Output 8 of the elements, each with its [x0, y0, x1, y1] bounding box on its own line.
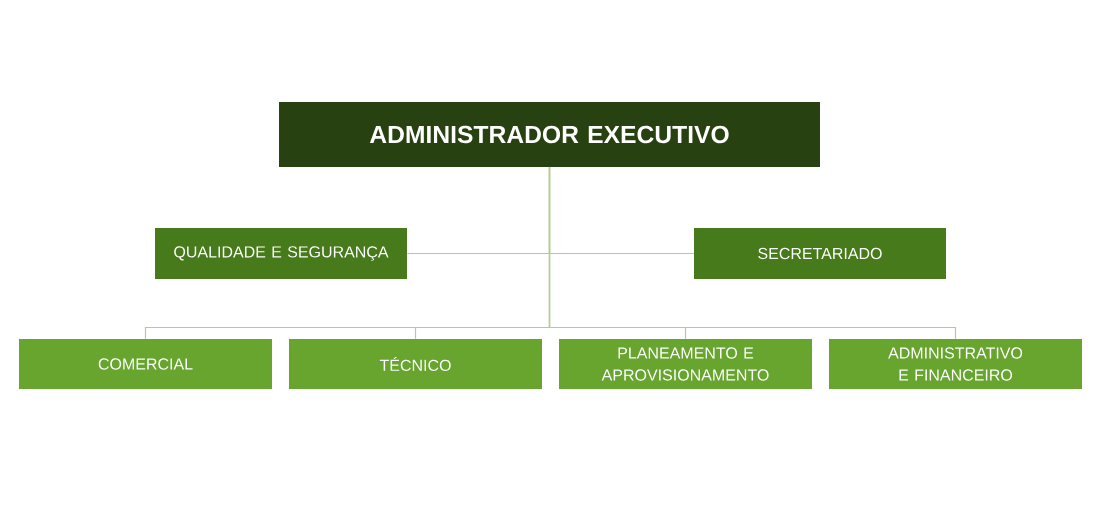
- title-box: ADMINISTRADOR EXECUTIVO: [279, 102, 820, 167]
- department-box: SECRETARIADO: [694, 228, 946, 279]
- department-box: COMERCIAL: [19, 339, 272, 389]
- department-box: PLANEAMENTO E APROVISIONAMENTO: [559, 339, 812, 389]
- department-box: ADMINISTRATIVO E FINANCEIRO: [829, 339, 1082, 389]
- department-box: QUALIDADE E SEGURANÇA: [155, 228, 407, 279]
- department-box: TÉCNICO: [289, 339, 542, 389]
- connector-line: [548, 166, 957, 340]
